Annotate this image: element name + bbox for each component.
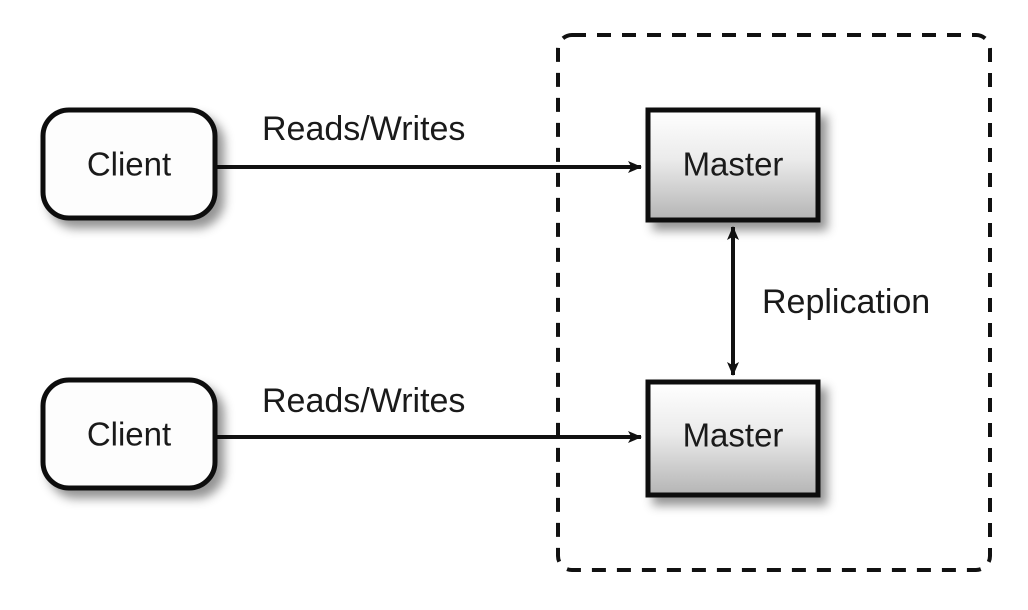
node-client-bottom: Client: [40, 377, 218, 491]
master-bottom-shape: [645, 379, 821, 498]
edge-label-reads-writes-bottom: Reads/Writes: [262, 382, 465, 420]
replication-cluster-boundary: [556, 33, 992, 572]
node-master-top: Master: [645, 107, 821, 223]
master-top-shape: [645, 107, 821, 223]
node-master-bottom: Master: [645, 379, 821, 498]
client-bottom-shape: [40, 377, 218, 491]
client-top-label: Client: [87, 146, 171, 183]
master-top-label: Master: [683, 146, 784, 183]
edge-label-reads-writes-top: Reads/Writes: [262, 110, 465, 148]
master-bottom-label: Master: [683, 417, 784, 454]
client-top-shape: [40, 107, 218, 221]
edge-label-replication: Replication: [762, 283, 930, 321]
node-client-top: Client: [40, 107, 218, 221]
client-bottom-label: Client: [87, 416, 171, 453]
